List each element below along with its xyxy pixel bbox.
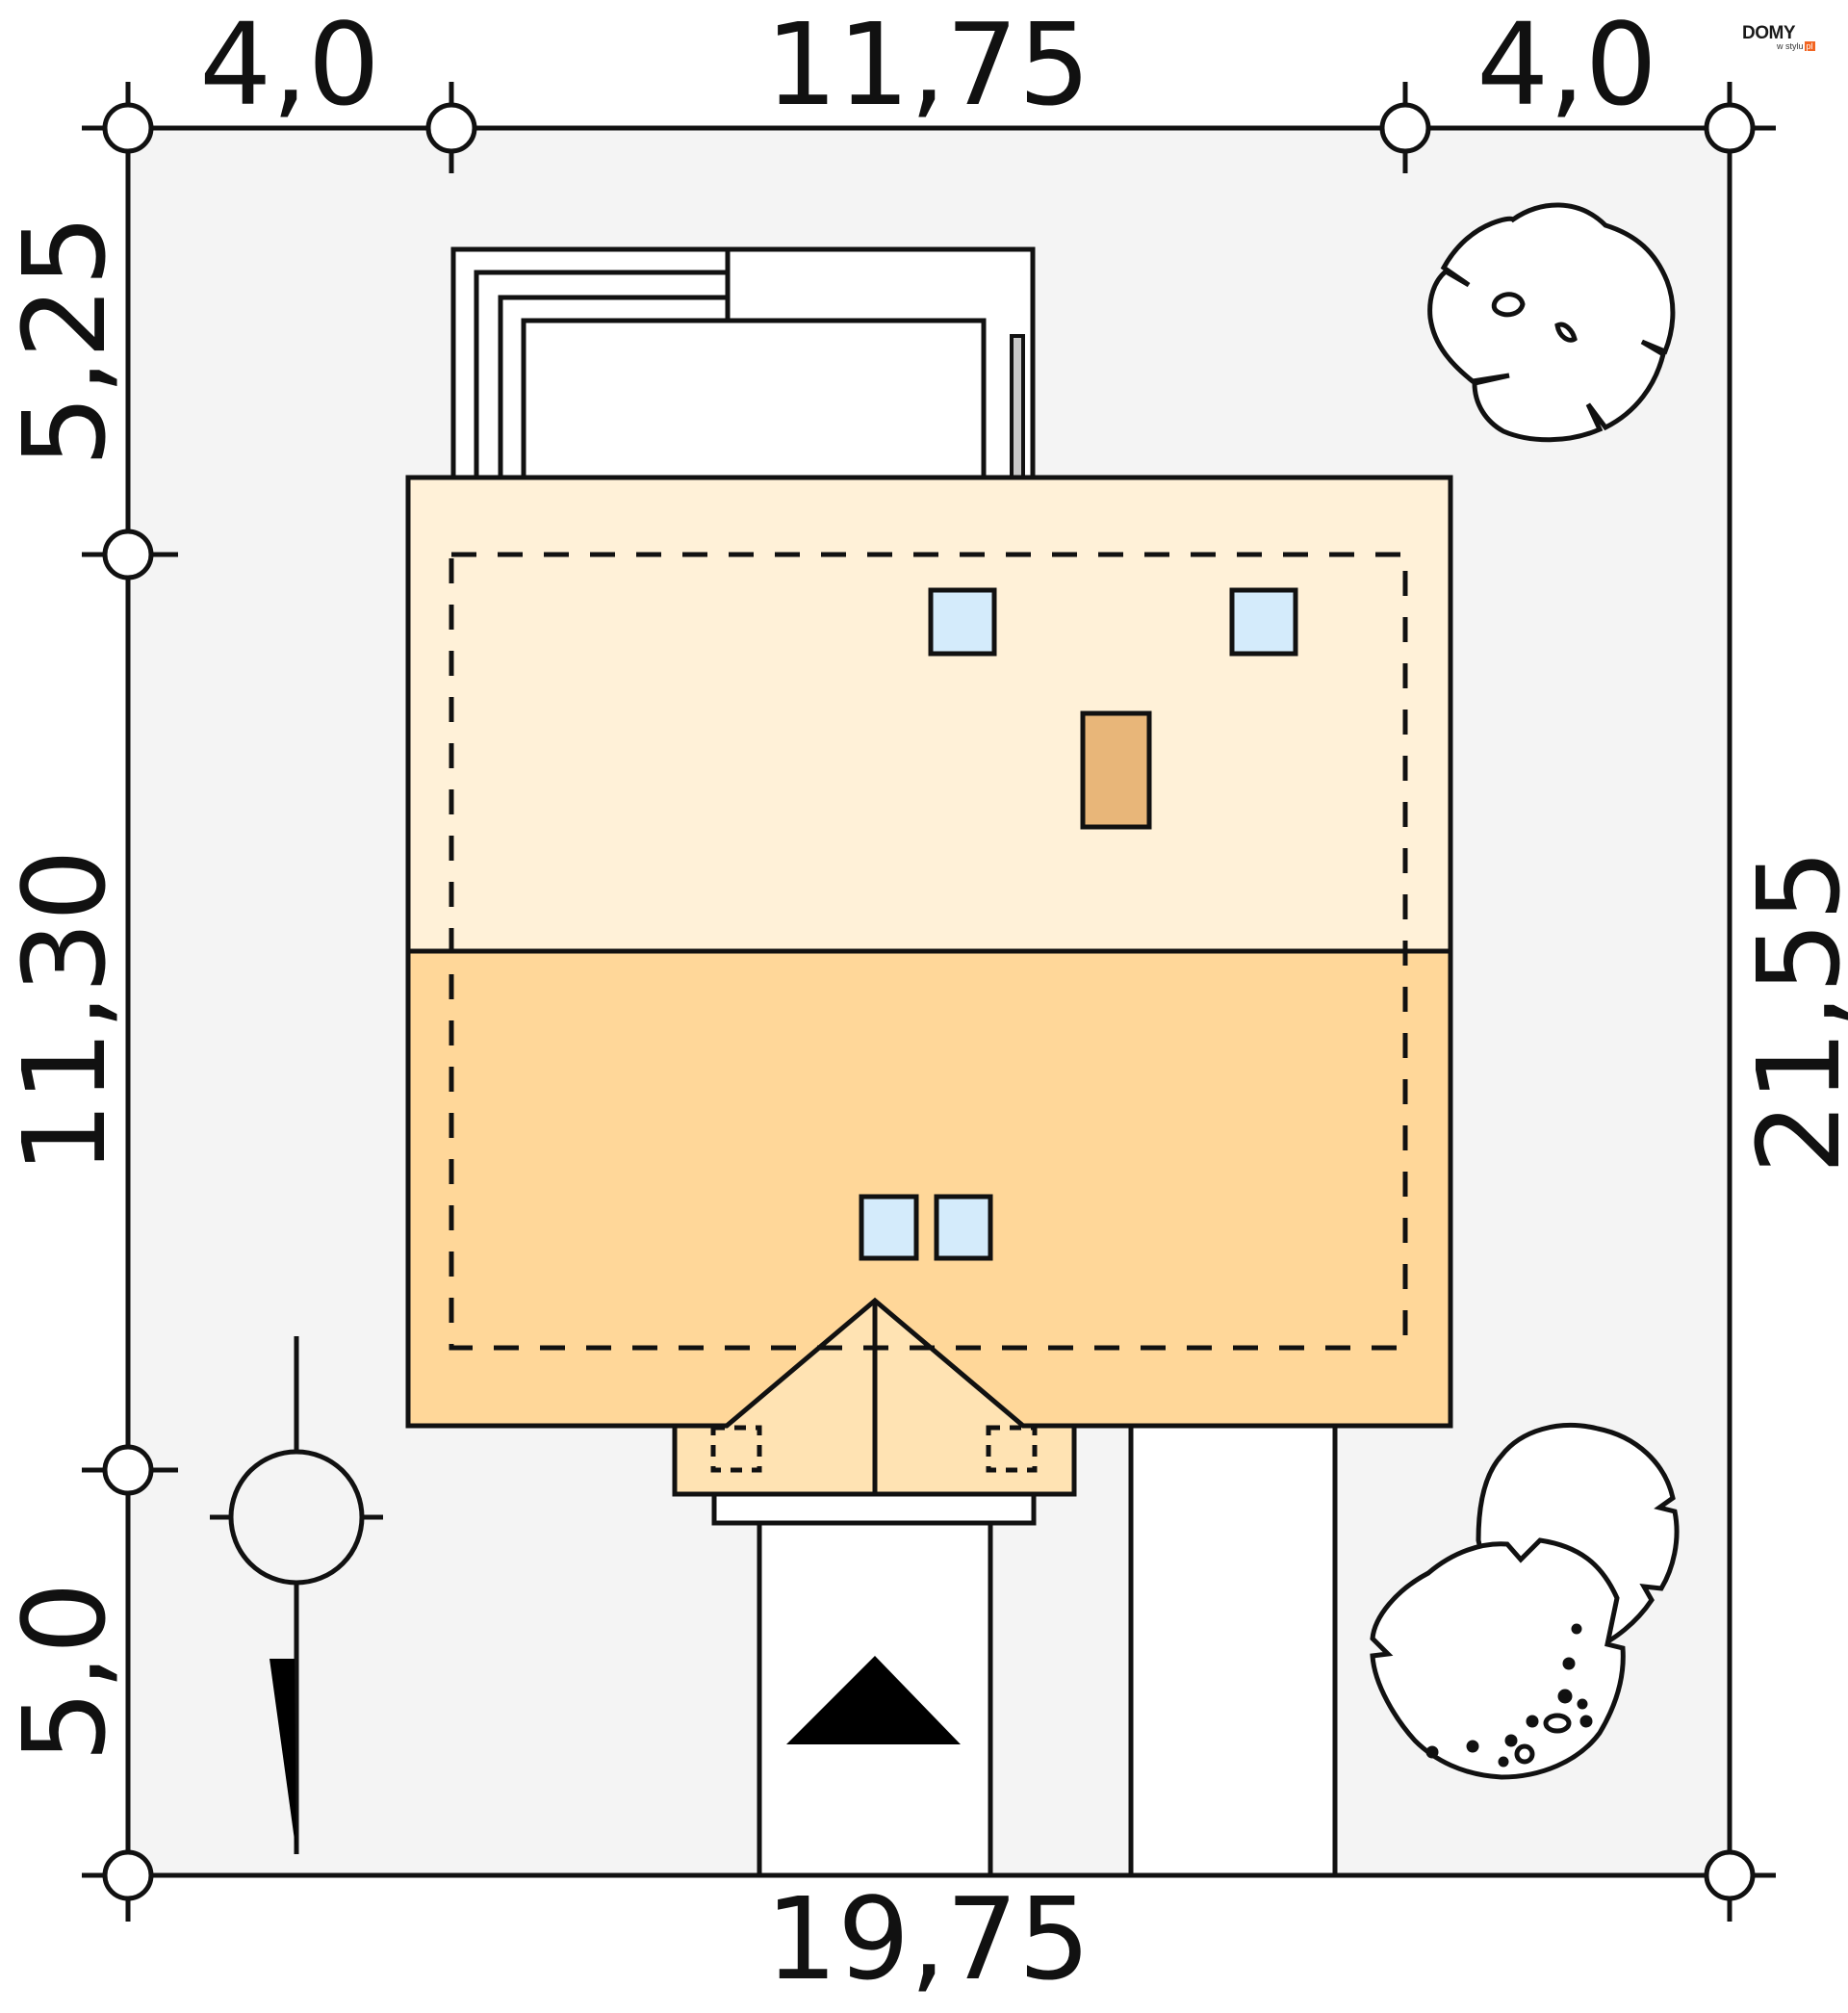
dim-top-middle: 11,75 — [765, 0, 1091, 131]
skylight-icon — [934, 1194, 993, 1261]
node-icon — [1704, 102, 1756, 154]
dim-left-top: 5,25 — [0, 215, 131, 468]
terrace — [450, 246, 1036, 483]
node-icon — [102, 1849, 154, 1901]
brand-tagline-text: w stylu — [1777, 41, 1804, 51]
brand-name: DOMY — [1742, 23, 1796, 43]
dim-bottom: 19,75 — [765, 1872, 1091, 2005]
house-roof-plan — [405, 475, 1453, 1497]
chimney — [1080, 710, 1152, 830]
entrance-arrow-icon — [786, 1656, 961, 1744]
skylight-icon — [859, 1194, 919, 1261]
node-icon — [102, 1444, 154, 1496]
node-icon — [1704, 1849, 1756, 1901]
dim-left-middle: 11,30 — [0, 849, 131, 1174]
dimension-nodes — [102, 102, 1756, 1901]
driveway — [1128, 1423, 1338, 1878]
dim-top-left: 4,0 — [199, 0, 380, 131]
north-arrow-icon — [210, 1336, 383, 1854]
node-icon — [102, 102, 154, 154]
roof-upper — [405, 475, 1453, 954]
skylight-icon — [1229, 587, 1298, 657]
node-icon — [102, 529, 154, 581]
tree-icon — [1370, 1537, 1626, 1780]
walls-outline-dashed — [449, 552, 1408, 1351]
skylight-icon — [928, 587, 997, 657]
dim-left-bottom: 5,0 — [0, 1582, 131, 1763]
node-icon — [425, 102, 477, 154]
tree-icon — [1427, 202, 1676, 443]
node-icon — [1379, 102, 1431, 154]
dim-top-right: 4,0 — [1476, 0, 1657, 131]
dim-right: 21,55 — [1732, 849, 1848, 1174]
brand-suffix: pl — [1804, 41, 1815, 51]
